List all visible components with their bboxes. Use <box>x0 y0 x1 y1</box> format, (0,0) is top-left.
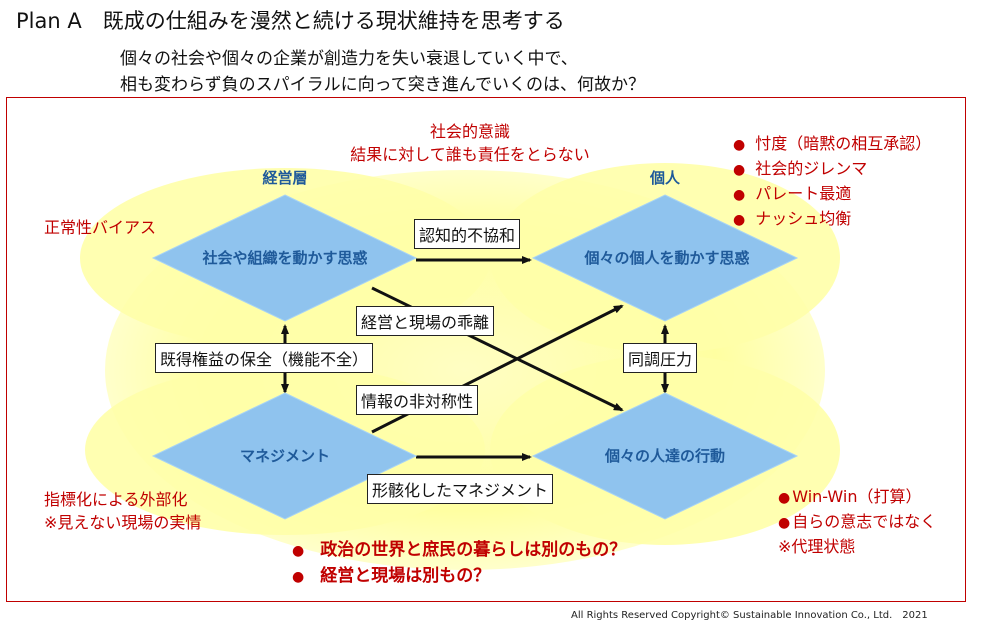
list-item: ●忖度（暗黙の相互承認） <box>733 134 932 153</box>
label-peer-pressure: 同調圧力 <box>623 343 698 373</box>
subtitle-line-1: 個々の社会や個々の企業が創造力を失い衰退していく中で、 <box>120 49 578 69</box>
label-info-asymmetry: 情報の非対称性 <box>356 385 479 415</box>
right-bullet-list-top: ●忖度（暗黙の相互承認） ●社会的ジレンマ ●パレート最適 ●ナッシュ均衡 <box>733 132 931 232</box>
list-item: ●自らの意志ではなく <box>778 512 937 531</box>
column-label-individual: 個人 <box>649 169 681 187</box>
diamond-top-left-label: 社会や組織を動かす思惑 <box>201 249 367 267</box>
label-cognitive-dissonance: 認知的不協和 <box>414 219 521 249</box>
label-hollow-management: 形骸化したマネジメント <box>367 474 554 504</box>
list-item: ●政治の世界と庶民の暮らしは別のもの？ <box>292 540 627 560</box>
list-item: ●パレート最適 <box>733 184 852 203</box>
list-item: ●経営と現場は別もの？ <box>292 566 491 586</box>
diamond-top-left <box>151 194 418 322</box>
diamond-bottom-right-label: 個々の人達の行動 <box>604 447 725 465</box>
list-item: ●ナッシュ均衡 <box>733 209 852 228</box>
copyright-footer: All Rights Reserved Copyright© Sustainab… <box>571 610 928 621</box>
list-item: ●社会的ジレンマ <box>733 159 868 178</box>
bottom-bullet-list: ●政治の世界と庶民の暮らしは別のもの？ ●経営と現場は別もの？ <box>292 538 626 590</box>
diamond-bottom-left <box>151 392 418 520</box>
diamond-bottom-left-label: マネジメント <box>240 447 330 465</box>
diamond-top-right <box>531 194 799 322</box>
diamond-bottom-right <box>531 392 799 520</box>
list-item-note: ※代理状態 <box>778 537 856 556</box>
subtitle-line-2: 相も変わらず負のスパイラルに向って突き進んでいくのは、何故か？ <box>120 75 645 95</box>
column-label-management: 経営層 <box>262 169 307 187</box>
no-responsibility-label: 結果に対して誰も責任をとらない <box>350 145 590 164</box>
social-awareness-label: 社会的意識 <box>429 122 510 141</box>
list-item: ●Win-Win（打算） <box>778 487 922 506</box>
label-vested-interest: 既得権益の保全（機能不全） <box>155 343 374 373</box>
right-bullet-list-bottom: ●Win-Win（打算） ●自らの意志ではなく ※代理状態 <box>778 485 936 559</box>
externalization-label: 指標化による外部化 <box>44 490 188 509</box>
diamond-top-right-label: 個々の個人を動かす思惑 <box>583 249 749 267</box>
normalcy-bias-label: 正常性バイアス <box>44 218 157 237</box>
label-divergence: 経営と現場の乖離 <box>356 306 495 336</box>
page-title: Plan A 既成の仕組みを漫然と続ける現状維持を思考する <box>16 9 565 33</box>
invisible-field-label: ※見えない現場の実情 <box>44 513 202 532</box>
